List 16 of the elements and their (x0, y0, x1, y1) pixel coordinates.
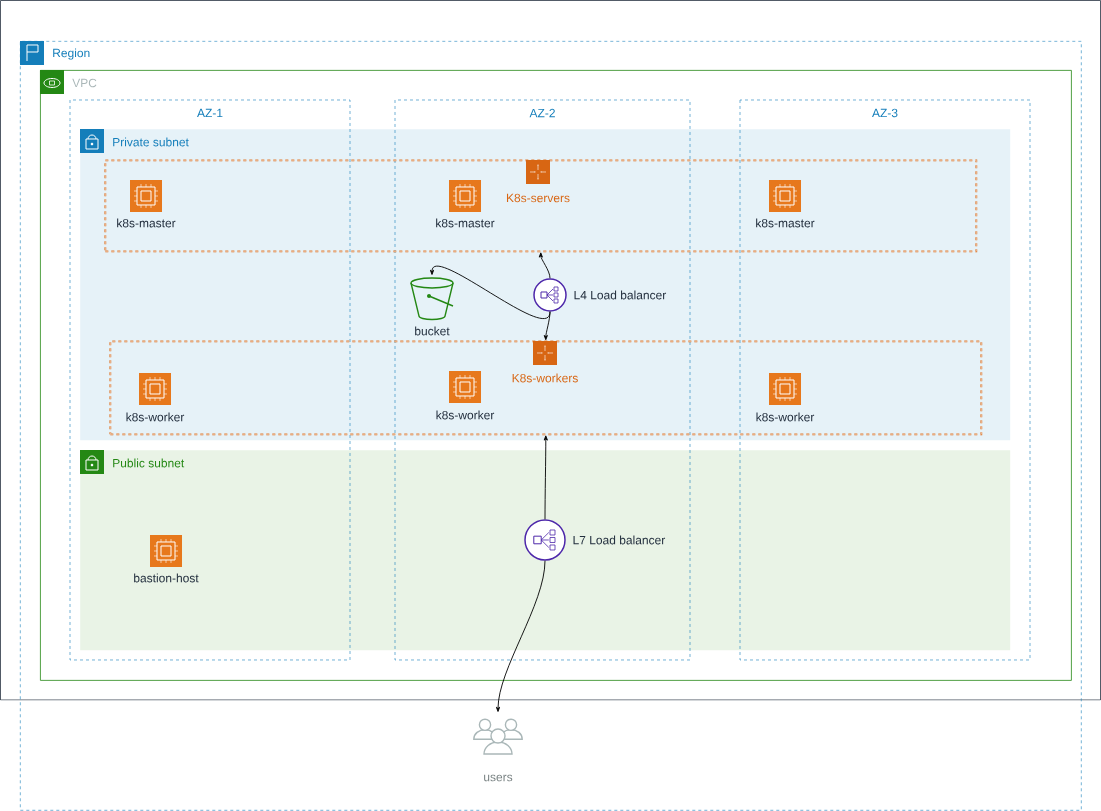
arrow (429, 266, 551, 319)
instance-label: k8s-worker (126, 412, 185, 422)
balancer-label: L7 Load balancer (573, 535, 666, 545)
arrow (543, 435, 548, 520)
arrow (495, 560, 546, 712)
instance-label: k8s-master (436, 218, 495, 228)
users-label: users (484, 774, 513, 782)
instance-label: bastion-host (134, 573, 199, 583)
instance-label: k8s-worker (756, 412, 815, 422)
arrow (538, 252, 551, 279)
instance-label: k8s-master (117, 218, 176, 228)
arrow (543, 311, 551, 341)
balancer-label: L4 Load balancer (574, 290, 667, 300)
instance-label: k8s-worker (436, 410, 495, 420)
instance-label: k8s-master (756, 218, 815, 228)
bucket-label: bucket (415, 326, 450, 336)
